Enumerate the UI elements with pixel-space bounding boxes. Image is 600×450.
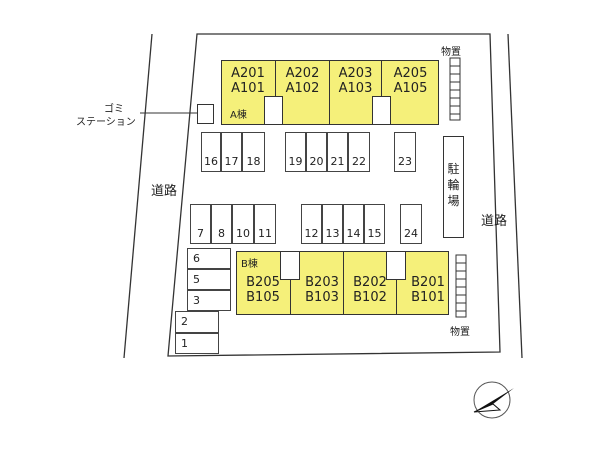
building-b	[236, 251, 449, 315]
parking-slot: 3	[187, 290, 231, 311]
building-a	[221, 60, 439, 125]
parking-slot: 24	[400, 204, 422, 244]
parking-slot: 7	[190, 204, 211, 244]
parking-slot: 2	[175, 311, 219, 333]
compass-icon	[473, 381, 514, 419]
parking-slot: 21	[327, 132, 348, 172]
storage-label-top: 物置	[441, 47, 461, 58]
road-edge-left	[123, 33, 153, 359]
bicycle-parking: 駐 輪 場	[443, 136, 464, 238]
bicycle-parking-label: 駐 輪 場	[447, 162, 460, 208]
building-a-stair-2	[372, 96, 391, 125]
parking-slot: 8	[211, 204, 232, 244]
parking-slot: 22	[348, 132, 370, 172]
parking-slot: 20	[306, 132, 327, 172]
parking-slot: 5	[187, 269, 231, 290]
storage-label-bottom: 物置	[450, 327, 470, 338]
building-b-stair-1	[280, 251, 300, 280]
parking-slot: 12	[301, 204, 322, 244]
parking-slot: 10	[232, 204, 254, 244]
parking-slot: 13	[322, 204, 343, 244]
garbage-station-box	[197, 104, 214, 124]
parking-slot: 18	[242, 132, 265, 172]
road-edge-right	[507, 33, 523, 359]
parking-slot: 14	[343, 204, 364, 244]
garbage-station-label-line1: ゴミ	[104, 104, 124, 115]
building-b-label: B棟	[241, 259, 258, 270]
parking-slot: 17	[221, 132, 242, 172]
parking-slot: 11	[254, 204, 276, 244]
parking-slot: 15	[364, 204, 385, 244]
road-label-left: 道路	[151, 184, 178, 199]
building-a-label: A棟	[230, 110, 247, 121]
parking-slot: 23	[394, 132, 416, 172]
parking-slot: 19	[285, 132, 306, 172]
building-a-stair-1	[264, 96, 283, 125]
road-label-right: 道路	[481, 214, 508, 229]
garbage-station-label-line2: ステーション	[76, 117, 136, 128]
parking-slot: 16	[201, 132, 221, 172]
storage-bottom-icon	[455, 254, 467, 318]
building-b-stair-2	[386, 251, 406, 280]
parking-slot: 6	[187, 248, 231, 269]
storage-top-icon	[449, 57, 461, 121]
parking-slot: 1	[175, 333, 219, 354]
